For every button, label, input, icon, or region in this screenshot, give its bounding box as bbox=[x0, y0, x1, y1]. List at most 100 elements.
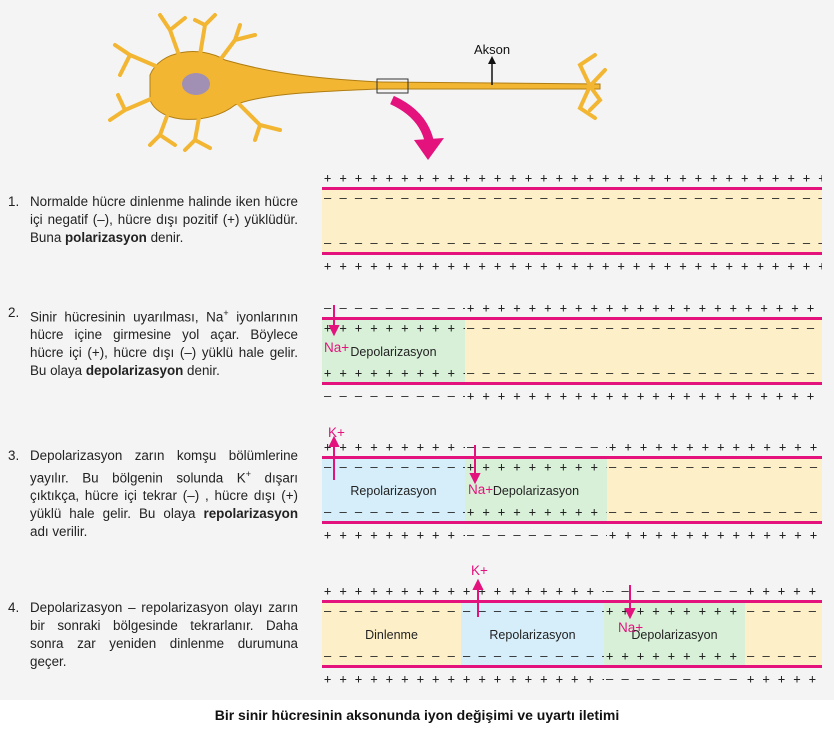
step-text: Depolarizasyon – repolarizasyon olayı za… bbox=[30, 600, 298, 669]
segment-label: Repolarizasyon bbox=[350, 484, 437, 498]
negative-charges: – – – – – – – – – – – – – – – – – – – – … bbox=[747, 649, 822, 663]
na-ion-label: Na+ bbox=[468, 482, 494, 497]
term-depolarizasyon: depolarizasyon bbox=[85, 363, 184, 379]
negative-charges: – – – – – – – – – – – – – – – – – – – – … bbox=[609, 460, 822, 474]
k-ion-label: K+ bbox=[471, 563, 488, 578]
segment-repolarization: Repolarizasyon + + + + + + + + + + + + + … bbox=[322, 440, 465, 542]
positive-charges: + + + + + + + + + + + + + + + + + + + + … bbox=[467, 301, 822, 315]
membrane-line bbox=[322, 252, 822, 255]
k-ion-label: K+ bbox=[328, 425, 345, 440]
negative-charges: – – – – – – – – – – – – – – – – – – – – … bbox=[467, 440, 607, 454]
segment-label: Depolarizasyon bbox=[631, 628, 718, 642]
step-text: denir. bbox=[146, 230, 184, 245]
step-text: Sinir hücresinin uyarılması, Na bbox=[30, 309, 224, 325]
positive-charges: + + + + + + + + + + + + + + + + + + + + … bbox=[606, 649, 745, 663]
segment-resting: Dinlenme + + + + + + + + + + + + + + + + … bbox=[322, 584, 461, 686]
positive-charges: + + + + + + + + + + + + + + + + + + + + … bbox=[463, 584, 604, 598]
step-text: adı verilir. bbox=[30, 524, 88, 540]
segment-resting: + + + + + + + + + + + + + + + + + + + + … bbox=[607, 440, 822, 542]
segment-resting: + + + + + + + + + + + + + + + + + + + + … bbox=[745, 584, 822, 686]
positive-charges: + + + + + + + + + + + + + + + + + + + + … bbox=[324, 528, 465, 542]
membrane-line bbox=[322, 600, 822, 603]
positive-charges: + + + + + + + + + + + + + + + + + + + + … bbox=[324, 259, 822, 273]
positive-charges: + + + + + + + + + + + + + + + + + + + + … bbox=[467, 389, 822, 403]
step-1: 1. Normalde hücre dinlenme halinde iken … bbox=[8, 193, 298, 247]
positive-charges: + + + + + + + + + + + + + + + + + + + + … bbox=[324, 440, 465, 454]
step-2: 2. Sinir hücresinin uyarılması, Na+ iyon… bbox=[8, 304, 298, 380]
membrane-line bbox=[322, 456, 822, 459]
step-number: 3. bbox=[8, 448, 20, 463]
positive-charges: + + + + + + + + + + + + + + + + + + + + … bbox=[324, 321, 465, 335]
negative-charges: – – – – – – – – – – – – – – – – – – – – … bbox=[324, 236, 822, 250]
step-number: 4. bbox=[8, 600, 20, 615]
axon-label: Akson bbox=[474, 42, 511, 57]
neuron-illustration bbox=[108, 13, 607, 160]
step-number: 2. bbox=[8, 305, 20, 320]
arrow-up-icon bbox=[488, 56, 496, 64]
segment-resting: + + + + + + + + + + + + + + + + + + + + … bbox=[322, 171, 822, 273]
step-text: Normalde hücre dinlenme halinde iken hüc… bbox=[30, 194, 298, 245]
negative-charges: – – – – – – – – – – – – – – – – – – – – … bbox=[467, 321, 822, 335]
cytoplasm-fill bbox=[465, 459, 607, 522]
positive-charges: + + + + + + + + + + + + + + + + + + + + … bbox=[609, 528, 822, 542]
negative-charges: – – – – – – – – – – – – – – – – – – – – … bbox=[747, 604, 822, 618]
positive-charges: + + + + + + + + + + + + + + + + + + + + … bbox=[324, 584, 461, 598]
cytoplasm-fill bbox=[322, 320, 465, 383]
figure-caption: Bir sinir hücresinin aksonunda iyon deği… bbox=[214, 707, 620, 723]
curved-arrow-icon bbox=[390, 95, 435, 146]
negative-charges: – – – – – – – – – – – – – – – – – – – – … bbox=[467, 528, 607, 542]
positive-charges: + + + + + + + + + + + + + + + + + + + + … bbox=[747, 584, 822, 598]
negative-charges: – – – – – – – – – – – – – – – – – – – – … bbox=[324, 301, 465, 315]
segment-label: Repolarizasyon bbox=[489, 628, 576, 642]
negative-charges: – – – – – – – – – – – – – – – – – – – – … bbox=[324, 191, 822, 205]
negative-charges: – – – – – – – – – – – – – – – – – – – – … bbox=[324, 649, 461, 663]
cytoplasm-fill bbox=[465, 320, 822, 383]
membrane-panel-propagation: Dinlenme + + + + + + + + + + + + + + + + … bbox=[322, 584, 822, 686]
na-ion-label: Na+ bbox=[618, 620, 644, 635]
membrane-line bbox=[322, 521, 822, 524]
membrane-panel-polarization: + + + + + + + + + + + + + + + + + + + + … bbox=[322, 171, 822, 273]
negative-charges: – – – – – – – – – – – – – – – – – – – – … bbox=[463, 649, 604, 663]
cytoplasm-fill bbox=[461, 603, 604, 666]
cytoplasm-fill bbox=[322, 459, 465, 522]
negative-charges: – – – – – – – – – – – – – – – – – – – – … bbox=[606, 672, 745, 686]
zoom-box bbox=[376, 78, 409, 94]
negative-charges: – – – – – – – – – – – – – – – – – – – – … bbox=[324, 505, 465, 519]
positive-charges: + + + + + + + + + + + + + + + + + + + + … bbox=[609, 440, 822, 454]
positive-charges: + + + + + + + + + + + + + + + + + + + + … bbox=[747, 672, 822, 686]
positive-charges: + + + + + + + + + + + + + + + + + + + + … bbox=[606, 604, 745, 618]
membrane-line bbox=[322, 382, 822, 385]
positive-charges: + + + + + + + + + + + + + + + + + + + + … bbox=[324, 672, 461, 686]
superscript: + bbox=[223, 308, 229, 318]
membrane-panel-depolarization: Depolarizasyon– – – – – – – – – – – – – … bbox=[322, 301, 822, 403]
positive-charges: + + + + + + + + + + + + + + + + + + + + … bbox=[324, 366, 465, 380]
negative-charges: – – – – – – – – – – – – – – – – – – – – … bbox=[463, 604, 604, 618]
positive-charges: + + + + + + + + + + + + + + + + + + + + … bbox=[463, 672, 604, 686]
negative-charges: – – – – – – – – – – – – – – – – – – – – … bbox=[324, 460, 465, 474]
term-polarizasyon: polarizasyon bbox=[65, 230, 147, 245]
segment-label: Depolarizasyon bbox=[492, 484, 580, 498]
step-text: iyonlarının hücre içine girmesine yol aç… bbox=[30, 309, 298, 379]
membrane-panel-repolarization: Repolarizasyon + + + + + + + + + + + + + … bbox=[322, 440, 822, 542]
step-text: Depolarizasyon zarın komşu bölümlerine y… bbox=[30, 448, 298, 486]
negative-charges: – – – – – – – – – – – – – – – – – – – – … bbox=[606, 584, 745, 598]
membrane-line bbox=[322, 187, 822, 190]
segment-depolarization: Depolarizasyon – – – – – – – – – – – – – … bbox=[465, 440, 607, 542]
negative-charges: – – – – – – – – – – – – – – – – – – – – … bbox=[324, 604, 461, 618]
nucleus-icon bbox=[182, 73, 210, 95]
step-number: 1. bbox=[8, 194, 20, 209]
cytoplasm-fill bbox=[607, 459, 822, 522]
segment-label: Dinlenme bbox=[365, 628, 418, 642]
cytoplasm-fill bbox=[322, 603, 461, 666]
negative-charges: – – – – – – – – – – – – – – – – – – – – … bbox=[324, 389, 465, 403]
positive-charges: + + + + + + + + + + + + + + + + + + + + … bbox=[324, 171, 822, 185]
segment-depolarization: Depolarizasyon– – – – – – – – – – – – – … bbox=[322, 301, 465, 403]
na-ion-label: Na+ bbox=[324, 340, 350, 355]
membrane-line bbox=[322, 317, 822, 320]
negative-charges: – – – – – – – – – – – – – – – – – – – – … bbox=[609, 505, 822, 519]
cytoplasm-fill bbox=[322, 190, 822, 253]
step-4: 4. Depolarizasyon – repolarizasyon olayı… bbox=[8, 599, 298, 671]
positive-charges: + + + + + + + + + + + + + + + + + + + + … bbox=[467, 505, 607, 519]
step-text: dışarı çıktıkça, hücre içi tekrar (–) , … bbox=[30, 470, 298, 522]
superscript: + bbox=[245, 469, 251, 479]
